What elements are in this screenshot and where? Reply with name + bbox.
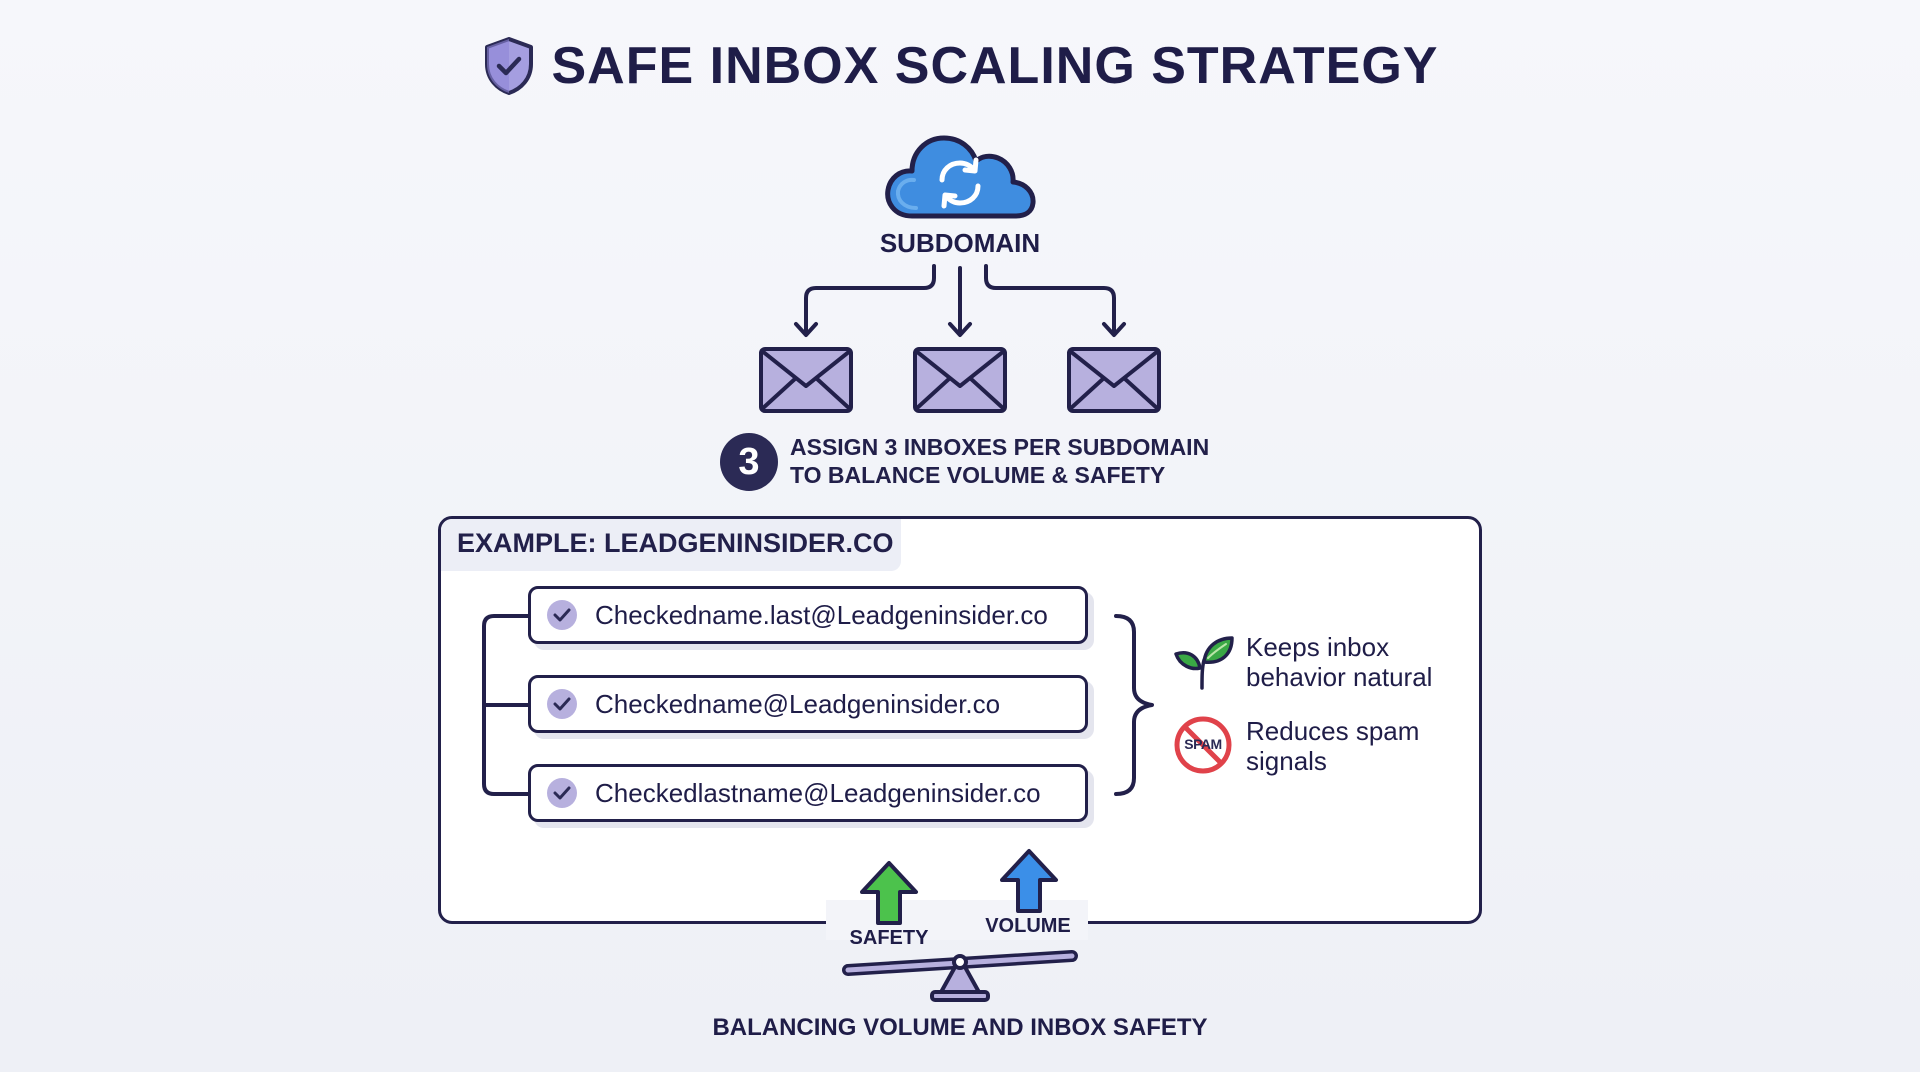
assign-text-line1: ASSIGN 3 INBOXES PER SUBDOMAIN — [790, 434, 1210, 460]
email-address-row: Checkedlastname@Leadgeninsider.co — [528, 764, 1088, 822]
check-icon — [547, 778, 577, 808]
envelope-icon — [913, 347, 1007, 413]
benefit-line2: behavior natural — [1246, 662, 1433, 692]
safety-label: SAFETY — [849, 927, 929, 949]
email-address-row: Checkedname.last@Leadgeninsider.co — [528, 586, 1088, 644]
benefit-line1: Reduces spam — [1246, 716, 1420, 746]
envelope-icon — [759, 347, 853, 413]
check-icon — [547, 689, 577, 719]
page-title: SAFE INBOX SCALING STRATEGY — [551, 37, 1439, 95]
benefit-line1: Keeps inbox — [1246, 632, 1390, 662]
left-bracket — [482, 614, 532, 796]
envelope-icon — [1067, 347, 1161, 413]
balance-caption: BALANCING VOLUME AND INBOX SAFETY — [712, 1014, 1208, 1041]
balance-gap — [826, 900, 1088, 940]
branch-arrows — [794, 264, 1126, 337]
step-number-badge: 3 — [720, 433, 778, 491]
right-brace — [1114, 614, 1154, 796]
up-arrow-volume-icon — [1000, 849, 1058, 913]
volume-label: VOLUME — [985, 915, 1071, 937]
cloud-sync-icon — [885, 135, 1036, 219]
balance-scale-icon — [842, 950, 1078, 1002]
check-icon — [547, 600, 577, 630]
title-row: SAFE INBOX SCALING STRATEGY — [0, 36, 1920, 96]
spam-icon-text: SPAM — [1184, 736, 1222, 752]
email-address-row: Checkedname@Leadgeninsider.co — [528, 675, 1088, 733]
subdomain-label: SUBDOMAIN — [879, 228, 1041, 258]
email-address: Checkedlastname@Leadgeninsider.co — [595, 777, 1041, 808]
leaf-icon — [1174, 636, 1234, 690]
no-spam-icon — [1174, 716, 1232, 774]
example-label: EXAMPLE: LEADGENINSIDER.CO — [457, 528, 894, 558]
benefit-line2: signals — [1246, 746, 1327, 776]
email-address: Checkedname.last@Leadgeninsider.co — [595, 599, 1048, 630]
up-arrow-safety-icon — [860, 861, 918, 925]
example-header-tab — [441, 519, 901, 571]
assign-text-line2: TO BALANCE VOLUME & SAFETY — [790, 462, 1166, 488]
shield-check-icon — [484, 37, 533, 95]
email-address: Checkedname@Leadgeninsider.co — [595, 688, 1001, 719]
